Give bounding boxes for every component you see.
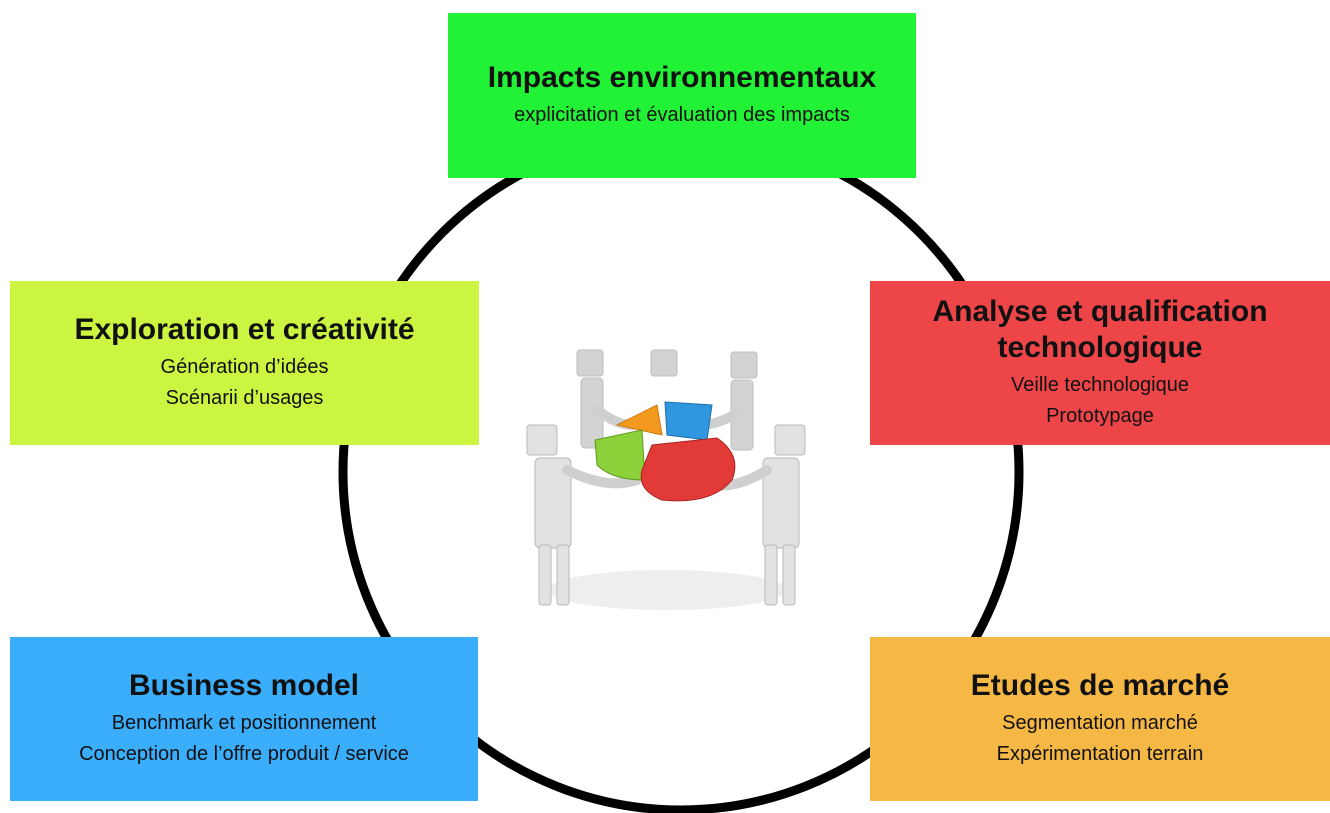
box-line: explicitation et évaluation des impacts <box>514 104 850 126</box>
box-line: Segmentation marché <box>1002 712 1198 734</box>
box-line: Benchmark et positionnement <box>111 712 377 734</box>
box-title: Impacts environnementaux <box>487 61 877 94</box>
box-title: Exploration et créativité <box>74 313 415 346</box>
box-line: Génération d’idées <box>160 356 329 378</box>
box-title: Business model <box>128 669 360 702</box>
impacts-environnementaux-box: Impacts environnementaux explicitation e… <box>448 13 916 178</box>
team-pie-chart-illustration <box>526 349 806 610</box>
box-title: Analyse et qualification technologique <box>932 295 1268 364</box>
box-line: Veille technologique <box>1011 374 1189 396</box>
box-line: Prototypage <box>1046 405 1154 427</box>
box-title: Etudes de marché <box>970 669 1230 702</box>
exploration-creativite-box: Exploration et créativité Génération d’i… <box>10 281 479 445</box>
etudes-de-marche-box: Etudes de marché Segmentation marché Exp… <box>870 637 1330 801</box>
business-model-box: Business model Benchmark et positionneme… <box>10 637 478 801</box>
box-line: Conception de l’offre produit / service <box>79 743 409 765</box>
analyse-qualification-box: Analyse et qualification technologique V… <box>870 281 1330 445</box>
box-line: Scénarii d’usages <box>165 387 324 409</box>
box-line: Expérimentation terrain <box>996 743 1204 765</box>
